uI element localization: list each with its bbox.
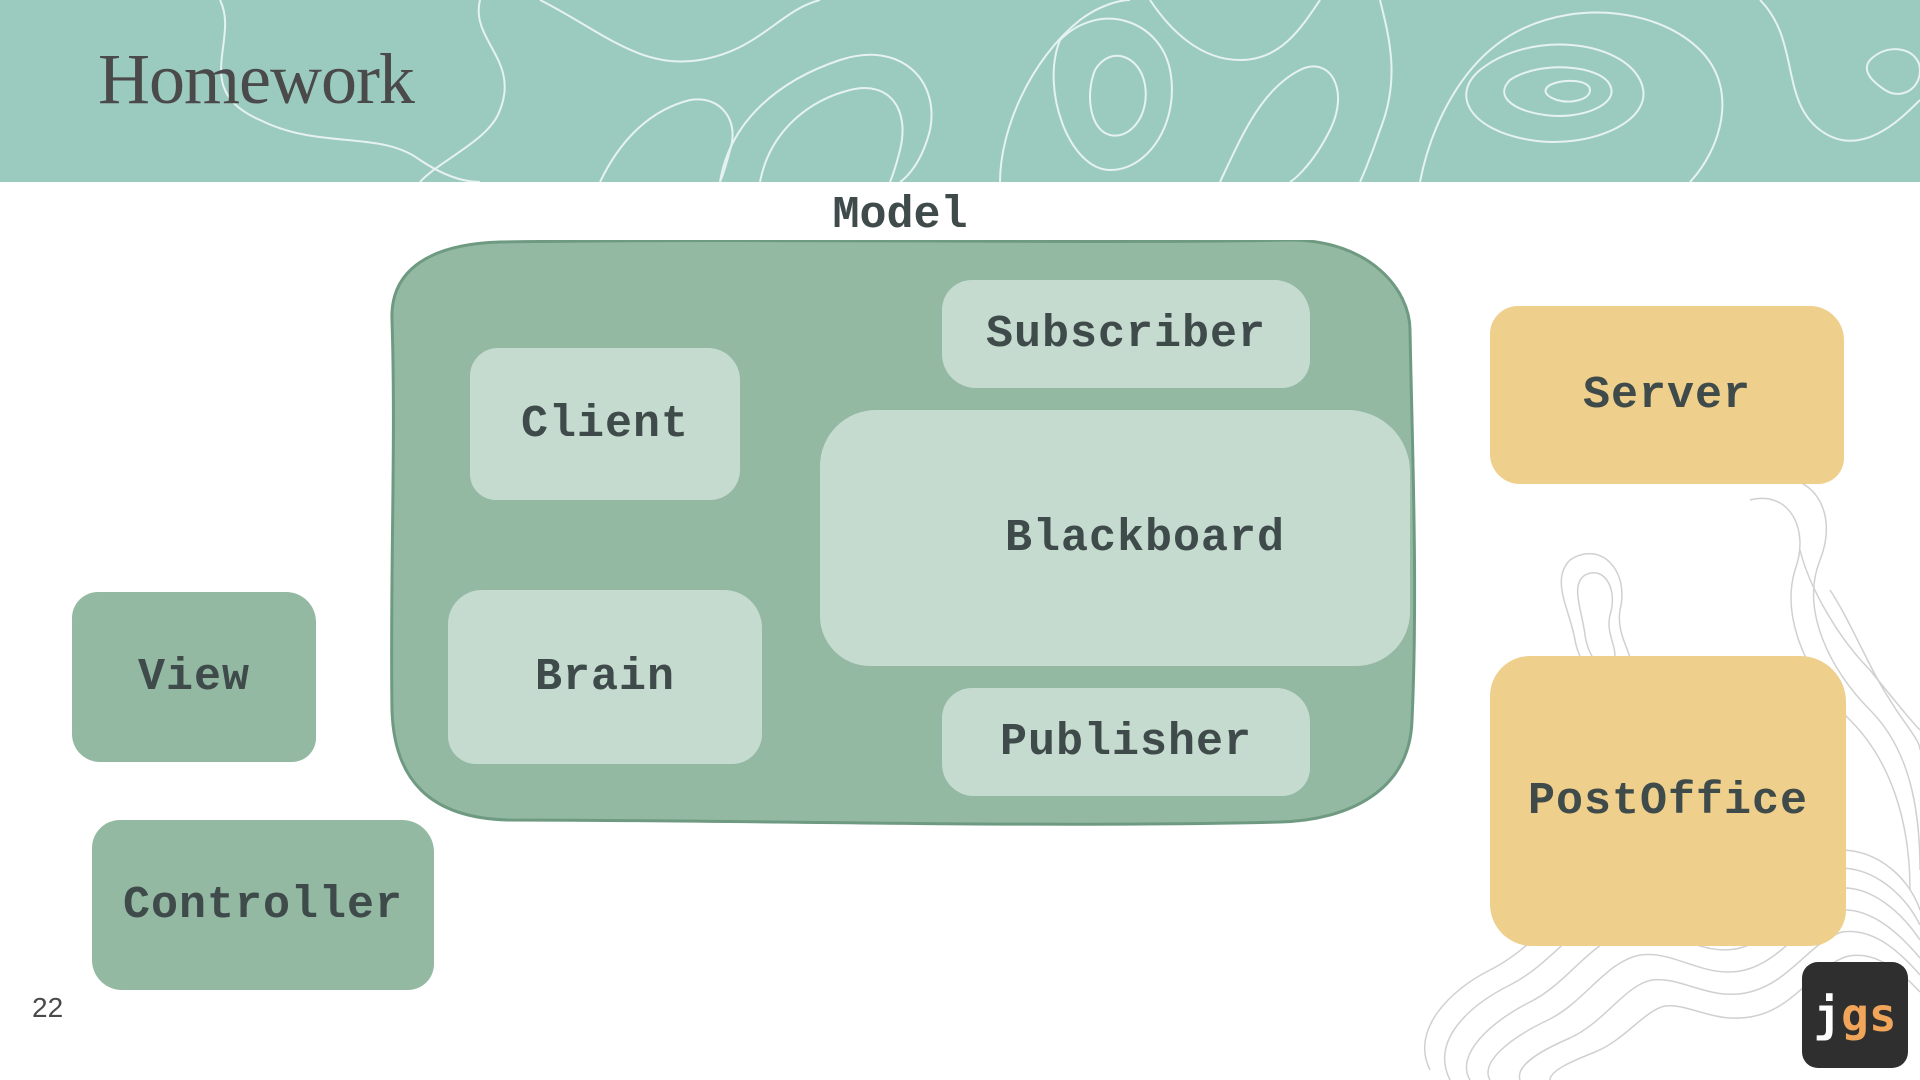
subscriber-label: Subscriber [985,308,1267,360]
server-node: Server [1490,306,1844,484]
publisher-label: Publisher [999,716,1253,768]
logo-j: j [1813,988,1842,1042]
client-node: Client [470,348,740,500]
postoffice-node: PostOffice [1490,656,1846,946]
view-node: View [72,592,316,762]
slide-title: Homework [98,39,415,119]
subscriber-node: Subscriber [942,280,1310,388]
server-label: Server [1582,369,1752,421]
logo-gs: gs [1841,988,1897,1042]
controller-label: Controller [122,879,404,931]
postoffice-label: PostOffice [1527,775,1809,827]
controller-node: Controller [92,820,434,990]
publisher-node: Publisher [942,688,1310,796]
view-label: View [137,651,251,703]
page-number: 22 [32,992,64,1023]
blackboard-label: Blackboard [1004,512,1286,564]
brain-label: Brain [534,651,676,703]
blackboard-node: Blackboard [820,410,1410,666]
header-band: Homework [0,0,1920,182]
brain-node: Brain [448,590,762,764]
client-label: Client [520,398,690,450]
model-label: Model [832,190,968,241]
topographic-pattern [219,0,1920,182]
